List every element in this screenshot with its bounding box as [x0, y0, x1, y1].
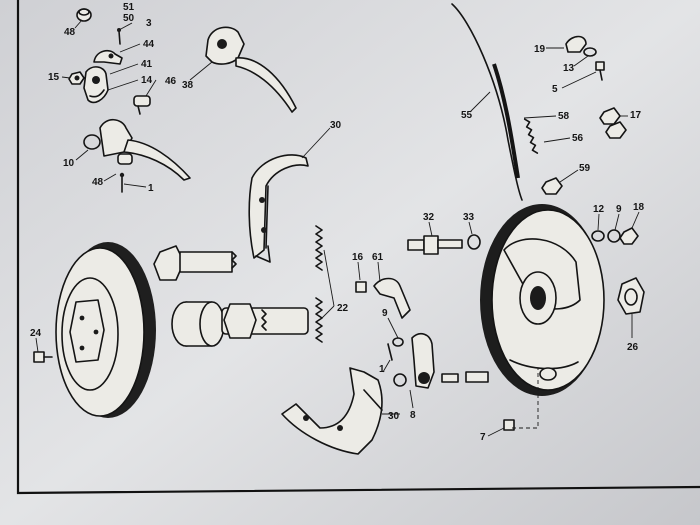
small-cap-part	[76, 8, 92, 22]
callout-30-lower: 30	[388, 411, 400, 422]
callout-32: 32	[423, 212, 435, 223]
callout-59: 59	[579, 163, 591, 174]
callout-19: 19	[534, 44, 546, 55]
callout-55: 55	[461, 110, 473, 121]
callout-8: 8	[410, 410, 416, 421]
callout-50: 50	[123, 13, 135, 24]
washer-12-part	[591, 230, 605, 242]
bolt-parts-row	[393, 371, 489, 387]
callout-9-right: 9	[616, 204, 622, 215]
spring-upper	[315, 225, 323, 271]
callout-1-lower: 1	[379, 364, 385, 375]
callout-33: 33	[463, 212, 475, 223]
callout-15: 15	[48, 72, 60, 83]
lever-38-part	[205, 26, 297, 113]
brake-drum	[55, 242, 156, 418]
brake-cable-55	[451, 3, 523, 201]
callout-16: 16	[352, 252, 364, 263]
callout-17: 17	[630, 110, 642, 121]
nut-33-part	[467, 234, 481, 250]
callout-24: 24	[30, 328, 42, 339]
callout-22: 22	[337, 303, 349, 314]
screw-7-part	[503, 419, 515, 431]
callout-44: 44	[143, 39, 155, 50]
screw-5-part	[595, 61, 605, 81]
brake-shoe-lower	[281, 367, 383, 455]
callout-1: 1	[148, 183, 154, 194]
axle-nut-26-part	[617, 277, 645, 315]
callout-9-center: 9	[382, 308, 388, 319]
cam-lever-8-part	[411, 332, 435, 389]
cable-housing-58	[492, 63, 520, 179]
callout-48-lower: 48	[92, 177, 104, 188]
nut-59-part	[541, 177, 563, 195]
nut-15-part	[68, 71, 85, 85]
clamp-44-part	[93, 49, 123, 65]
callout-7: 7	[480, 432, 486, 443]
callout-3: 3	[146, 18, 152, 29]
bracket-61-part	[373, 277, 411, 319]
nuts-17-part	[599, 107, 627, 139]
sleeve-part	[171, 301, 225, 347]
callout-labels: 48 51 50 3 44 41 15 14 46 38 10 48 1 30 …	[30, 2, 645, 443]
washer-9-part	[607, 229, 621, 243]
brake-backing-plate	[480, 204, 605, 396]
clip-19-part	[565, 35, 587, 53]
pin-1b-part	[387, 343, 393, 361]
brake-shoe-upper	[248, 154, 309, 263]
callout-38: 38	[182, 80, 194, 91]
callout-26: 26	[627, 342, 639, 353]
lever-10-part	[83, 118, 191, 181]
dashed-guide	[512, 368, 539, 429]
callout-18: 18	[633, 202, 645, 213]
washer-13-part	[583, 47, 597, 57]
callout-58: 58	[558, 111, 570, 122]
callout-14: 14	[141, 75, 153, 86]
screw-24-part	[33, 351, 53, 363]
pin-1-part	[119, 172, 125, 193]
callout-12: 12	[593, 204, 605, 215]
spring-lower	[315, 297, 323, 343]
hex-spacer-part	[153, 245, 237, 281]
callout-41: 41	[141, 59, 153, 70]
leader-lines	[35, 19, 640, 437]
callout-56: 56	[572, 133, 584, 144]
callout-48: 48	[64, 27, 76, 38]
callout-46: 46	[165, 76, 177, 87]
cam-bolt-32-part	[407, 235, 463, 255]
axle-part	[221, 303, 309, 339]
callout-10: 10	[63, 158, 75, 169]
callout-13: 13	[563, 63, 575, 74]
callout-5: 5	[552, 84, 558, 95]
callout-30-upper: 30	[330, 120, 342, 131]
callout-61: 61	[372, 252, 384, 263]
adjuster-56-part	[523, 118, 539, 154]
lever-body-41-part	[83, 66, 109, 104]
fitting-16-part	[355, 281, 367, 293]
page-border	[16, 0, 700, 495]
callout-51: 51	[123, 2, 135, 13]
bolt-46-part	[133, 95, 151, 115]
